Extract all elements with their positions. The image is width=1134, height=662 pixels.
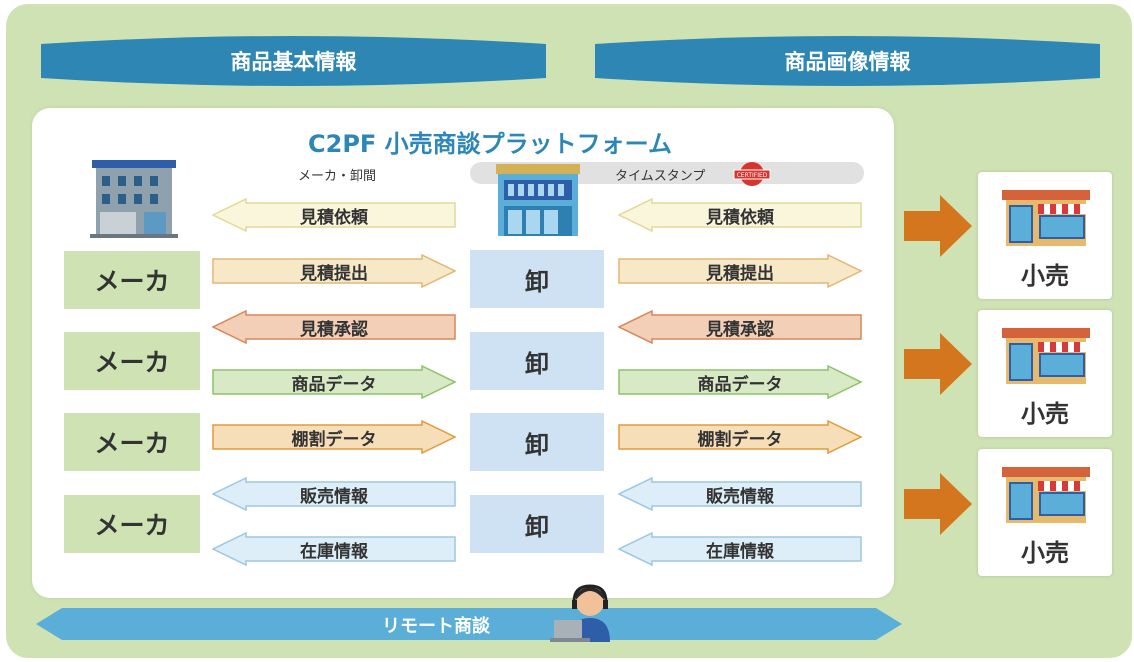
flow-arrow-right [212, 254, 456, 288]
flow-arrow-label: 見積提出 [706, 264, 774, 284]
flow-arrow-label: 商品データ [697, 375, 783, 395]
flow-arrow-label: 見積依頼 [300, 208, 368, 228]
flow-arrow-right [618, 365, 862, 399]
flow-arrow-left [618, 532, 862, 566]
flow-arrow-left [618, 310, 862, 344]
shop-icon [1002, 190, 1090, 246]
retail-box: 小売 [978, 449, 1112, 576]
retail-box: 小売 [978, 172, 1112, 299]
maker-wholesale-label: メーカ・卸間 [298, 169, 377, 184]
wholesaler-box: 卸 [470, 495, 604, 553]
flow-arrow-left [212, 310, 456, 344]
wholesale-building-icon [496, 164, 580, 236]
flow-arrow-label: 棚割データ [697, 430, 783, 450]
to-retail-arrow [904, 473, 972, 535]
flow-arrow-left [212, 477, 456, 511]
platform-title: C2PF 小売商談プラットフォーム [308, 130, 672, 158]
flow-arrow-label: 見積依頼 [706, 208, 774, 228]
remote-negotiation-label: リモート商談 [382, 616, 490, 637]
retail-label: 小売 [1021, 400, 1069, 428]
retail-label: 小売 [1021, 539, 1069, 567]
shop-icon [1002, 467, 1090, 523]
flow-arrow-label: 在庫情報 [706, 542, 774, 562]
to-retail-arrow [904, 195, 972, 257]
flow-arrow-label: 商品データ [291, 375, 377, 395]
remote-negotiation-bar [36, 608, 902, 640]
svg-text:CERTIFIED: CERTIFIED [737, 172, 768, 179]
retail-label: 小売 [1021, 262, 1069, 290]
wholesaler-box: 卸 [470, 250, 604, 308]
flow-arrow-label: 販売情報 [300, 487, 368, 507]
flow-arrow-right [618, 254, 862, 288]
flow-arrow-right [212, 420, 456, 454]
flow-arrow-left [618, 198, 862, 232]
flow-arrow-left [212, 198, 456, 232]
flow-arrow-left [618, 477, 862, 511]
flow-arrow-label: 見積承認 [706, 320, 774, 340]
operator-with-laptop-icon [550, 584, 610, 642]
to-retail-arrow [904, 333, 972, 395]
flow-arrow-right [212, 365, 456, 399]
banner-image-info [595, 36, 1100, 86]
maker-building-icon [90, 160, 178, 238]
flow-arrow-label: 棚割データ [291, 430, 377, 450]
flow-arrow-label: 販売情報 [706, 487, 774, 507]
maker-box: メーカ [64, 413, 200, 471]
timestamp-label: タイムスタンプ [615, 169, 706, 184]
shop-icon [1002, 328, 1090, 384]
banner-basic-info-text: 商品基本情報 [230, 50, 357, 74]
flow-arrow-label: 見積承認 [300, 320, 368, 340]
flow-arrow-label: 在庫情報 [300, 542, 368, 562]
flow-arrow-right [618, 420, 862, 454]
banner-basic-info [41, 36, 546, 86]
wholesaler-box: 卸 [470, 332, 604, 390]
flow-arrow-label: 見積提出 [300, 264, 368, 284]
banner-image-info-text: 商品画像情報 [784, 50, 911, 74]
wholesaler-box: 卸 [470, 413, 604, 471]
flow-arrow-left [212, 532, 456, 566]
certified-stamp-icon: CERTIFIED [733, 162, 771, 186]
retail-box: 小売 [978, 310, 1112, 437]
maker-box: メーカ [64, 495, 200, 553]
maker-box: メーカ [64, 251, 200, 309]
maker-box: メーカ [64, 332, 200, 390]
